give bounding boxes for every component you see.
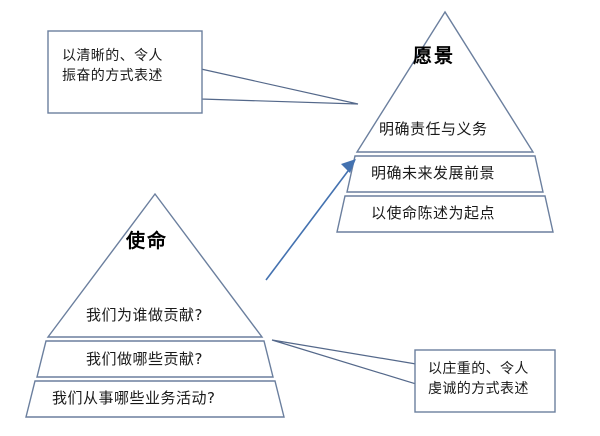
vision-callout-shape[interactable] <box>47 30 359 114</box>
arrow-shaft <box>265 166 352 281</box>
mission-callout-shape[interactable] <box>271 339 556 413</box>
vision-tier-middle[interactable] <box>346 155 544 193</box>
mission-to-vision-arrow <box>265 159 356 281</box>
mission-pyramid-shape[interactable] <box>25 192 285 418</box>
mission-tier-middle[interactable] <box>36 340 274 378</box>
vision-tier-label-1: 明确责任与义务 <box>379 120 488 138</box>
vision-tier-label-2: 明确未来发展前景 <box>371 164 496 182</box>
vision-tier-bottom[interactable] <box>336 195 554 233</box>
mission-tier-label-1: 我们为谁做贡献? <box>86 306 203 324</box>
vision-tier-label-3: 以使命陈述为起点 <box>371 204 496 222</box>
mission-callout-tail <box>271 339 417 385</box>
vision-callout-text: 以清晰的、令人 振奋的方式表述 <box>62 48 163 85</box>
mission-tier-label-3: 我们从事哪些业务活动? <box>52 389 216 407</box>
vision-pyramid-title: 愿景 <box>413 45 456 67</box>
mission-callout-text: 以庄重的、令人 虔诚的方式表述 <box>428 361 529 398</box>
vision-callout-box[interactable] <box>47 30 203 114</box>
vision-tier-cap[interactable] <box>355 10 535 153</box>
mission-tier-label-2: 我们做哪些贡献? <box>86 350 203 368</box>
mission-pyramid-title: 使命 <box>126 230 169 252</box>
mission-tier-bottom[interactable] <box>25 380 285 418</box>
mission-tier-cap[interactable] <box>46 192 264 338</box>
mission-callout-box[interactable] <box>414 349 556 413</box>
vision-callout-tail <box>200 68 359 105</box>
vision-pyramid-shape[interactable] <box>336 10 554 233</box>
arrow-head <box>341 159 356 173</box>
